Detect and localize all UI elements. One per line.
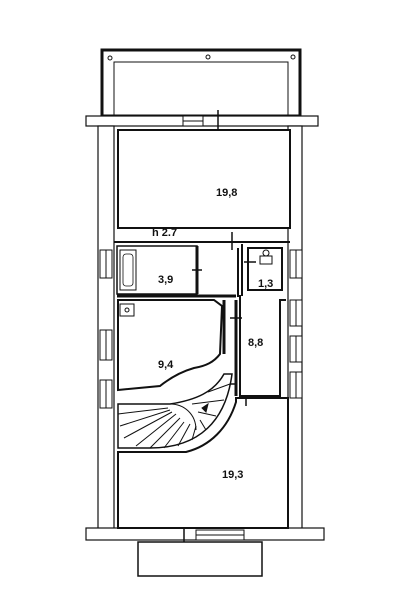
room-small-area: 3,9 [158, 274, 173, 286]
toilet-icon [259, 249, 273, 265]
room-top-area: 19,8 [216, 187, 237, 199]
windows [99, 115, 303, 541]
door-marks [183, 110, 256, 544]
bathtub-icon [119, 249, 137, 291]
spiral-staircase [117, 373, 233, 449]
ceiling-height: h 2.7 [152, 227, 177, 239]
balcony [100, 48, 302, 119]
room-bottom-area: 19,3 [222, 469, 243, 481]
room-outlines [114, 129, 291, 529]
wc-area: 1,3 [258, 278, 273, 290]
interior-walls [117, 244, 243, 396]
sink-icon [119, 303, 135, 317]
hall-area: 8,8 [248, 337, 263, 349]
room-middle-area: 9,4 [158, 359, 174, 371]
entry-porch [137, 541, 263, 577]
